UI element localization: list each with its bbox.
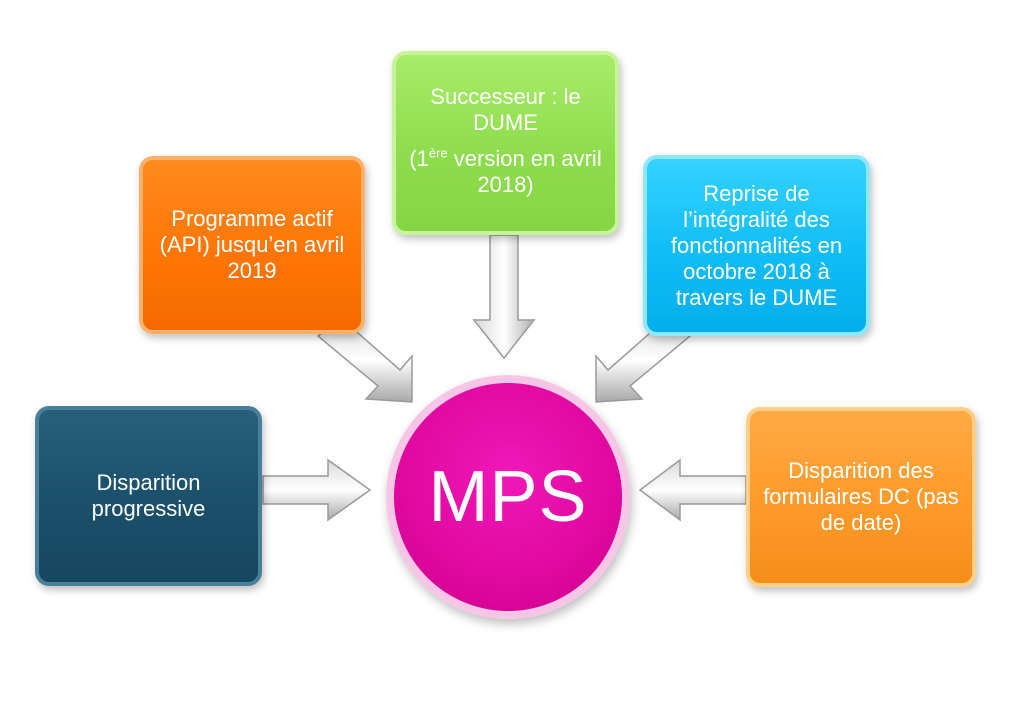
- node-top-line2-suffix: version en avril 2018): [447, 146, 602, 197]
- node-right-text: Disparition des formulaires DC (pas de d…: [763, 458, 959, 535]
- node-top-right: Reprise de l’intégralité des fonctionnal…: [643, 155, 870, 336]
- node-left-text: Disparition progressive: [91, 470, 206, 521]
- arrow-right-to-center: [638, 458, 747, 522]
- arrow-left-to-center: [262, 458, 372, 522]
- node-top-line1: Successeur : le DUME: [430, 84, 581, 135]
- arrow-top-to-center: [472, 234, 536, 360]
- node-top-left: Programme actif (API) jusqu’en avril 201…: [139, 156, 365, 334]
- center-node: MPS: [386, 375, 630, 619]
- node-top-line2: (1ère version en avril 2018): [408, 146, 603, 198]
- center-label: MPS: [428, 457, 588, 537]
- node-top-left-text: Programme actif (API) jusqu’en avril 201…: [159, 206, 345, 283]
- node-left: Disparition progressive: [35, 406, 262, 586]
- node-top-line2-sup: ère: [428, 145, 448, 161]
- node-top: Successeur : le DUME (1ère version en av…: [392, 51, 619, 235]
- node-top-line2-prefix: (1: [409, 146, 429, 171]
- node-right: Disparition des formulaires DC (pas de d…: [746, 407, 976, 587]
- node-top-right-text: Reprise de l’intégralité des fonctionnal…: [670, 180, 843, 310]
